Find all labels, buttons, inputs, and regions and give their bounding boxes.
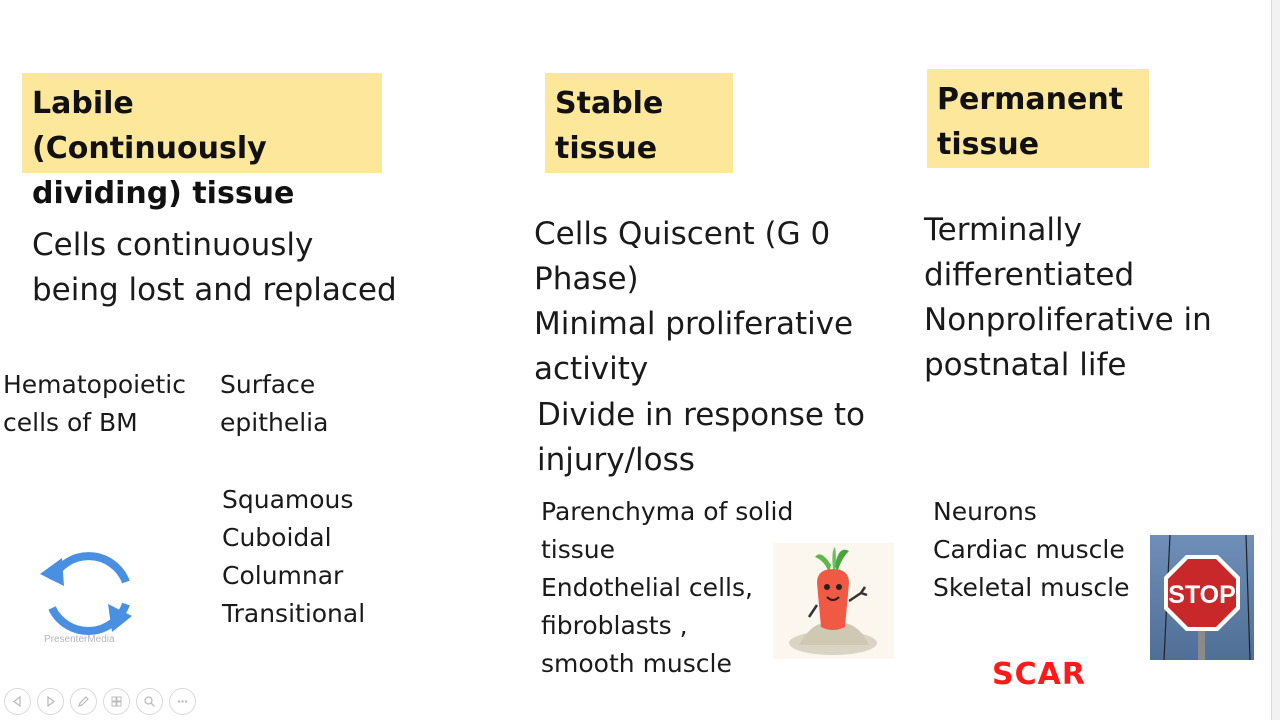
zoom-button[interactable] [136, 688, 163, 715]
stable-header: Stable tissue [545, 73, 733, 173]
cycle-arrows-icon: PresenterMedia [30, 538, 142, 650]
stop-sign-text: STOP [1168, 581, 1236, 609]
permanent-header: Permanent tissue [927, 69, 1149, 168]
zoom-icon [144, 696, 155, 707]
stop-sign-image: STOP [1150, 535, 1254, 660]
stable-examples: Parenchyma of solid tissue Endothelial c… [541, 497, 794, 678]
labile-example-hematopoietic: Hematopoietic cells of BM [3, 370, 186, 437]
previous-slide-button[interactable] [4, 688, 31, 715]
cycle-watermark: PresenterMedia [44, 634, 115, 645]
more-icon [177, 700, 188, 703]
vertical-scrollbar[interactable] [1271, 0, 1280, 720]
previous-icon [12, 695, 21, 708]
carrot-image [773, 543, 894, 659]
slides-icon [111, 696, 122, 707]
stable-description: Cells Quiscent (G 0 Phase) Minimal proli… [534, 216, 854, 387]
next-icon [47, 695, 56, 708]
scar-label: SCAR [992, 657, 1086, 692]
labile-example-surface-epithelia: Surface epithelia [220, 370, 329, 437]
see-all-slides-button[interactable] [103, 688, 130, 715]
permanent-description: Terminally differentiated Nonproliferati… [924, 212, 1212, 383]
pen-tool-button[interactable] [70, 688, 97, 715]
stable-description-divide: Divide in response to injury/loss [537, 397, 865, 478]
next-slide-button[interactable] [37, 688, 64, 715]
permanent-examples: Neurons Cardiac muscle Skeletal muscle [933, 497, 1130, 602]
pen-icon [78, 696, 89, 707]
labile-header: Labile (Continuously dividing) tissue [22, 73, 382, 211]
epithelia-types-list: Squamous Cuboidal Columnar Transitional [222, 485, 366, 628]
more-options-button[interactable] [169, 688, 196, 715]
labile-description: Cells continuously being lost and replac… [32, 227, 397, 308]
presentation-toolbar [4, 688, 196, 715]
